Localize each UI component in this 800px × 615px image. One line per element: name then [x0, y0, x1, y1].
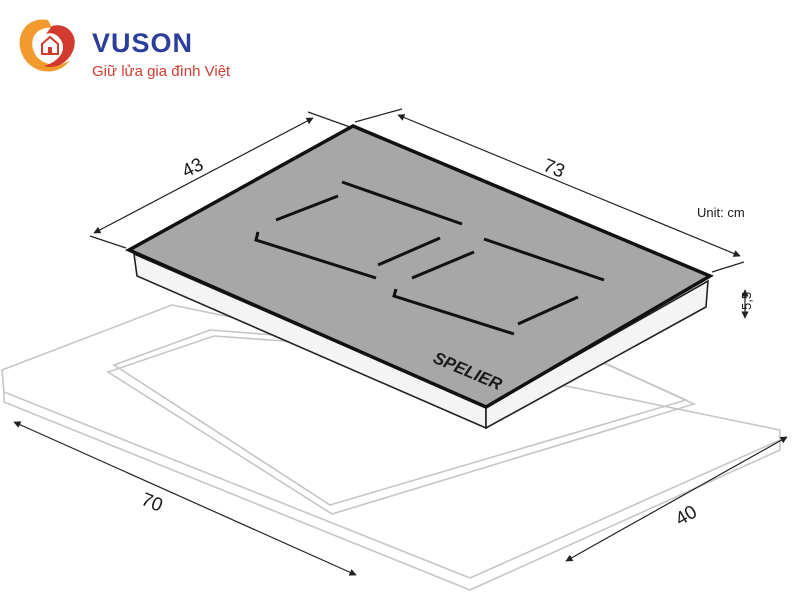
- vuson-emblem-icon: [19, 19, 75, 72]
- glass-top: [125, 124, 714, 409]
- dimension-top-width: 43: [179, 154, 207, 182]
- dimension-top-length: 73: [540, 155, 567, 182]
- brand-name: VUSON: [92, 28, 193, 58]
- dimension-cutout-length: 70: [138, 489, 165, 516]
- unit-label: Unit: cm: [697, 205, 745, 220]
- hob-body: SPELIER: [125, 124, 714, 430]
- dimension-lines: [13, 108, 788, 576]
- dimension-thickness: 5,5: [739, 292, 754, 310]
- dimension-cutout-width: 40: [672, 502, 701, 531]
- brand-tagline: Giữ lửa gia đình Việt: [92, 63, 231, 80]
- brand-logo: VUSON Giữ lửa gia đình Việt: [19, 19, 231, 80]
